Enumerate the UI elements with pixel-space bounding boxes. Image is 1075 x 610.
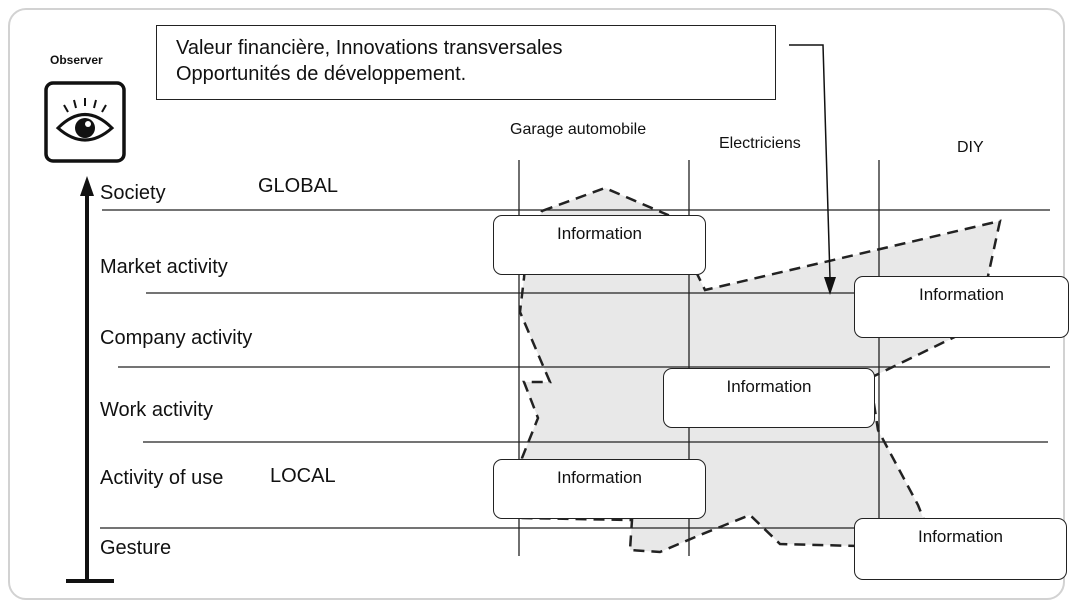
level-company-activity: Company activity xyxy=(100,327,253,349)
local-label: LOCAL xyxy=(270,465,336,487)
information-box-label: Information xyxy=(726,377,812,396)
information-box: Information xyxy=(854,518,1067,580)
information-box: Information xyxy=(493,215,706,275)
information-box: Information xyxy=(854,276,1069,338)
information-box-label: Information xyxy=(556,468,643,487)
level-society: Society xyxy=(100,182,166,204)
level-market-activity: Market activity xyxy=(100,256,228,278)
callout-line-2: Opportunités de développement. xyxy=(176,63,467,85)
column-label-garage: Garage automobile xyxy=(510,121,647,138)
level-gesture: Gesture xyxy=(100,537,172,559)
level-activity-of-use: Activity of use xyxy=(100,467,224,489)
column-label-diy: DIY xyxy=(957,139,984,156)
column-label-electriciens: Electriciens xyxy=(719,135,801,152)
callout-arrow xyxy=(789,44,836,295)
information-box-label: Information xyxy=(556,224,643,243)
level-work-activity: Work activity xyxy=(100,399,213,421)
callout-box: Valeur financière, Innovations transvers… xyxy=(156,25,776,100)
scale-arrow xyxy=(66,176,114,583)
information-box: Information xyxy=(663,368,875,428)
information-box-label: Information xyxy=(918,285,1005,304)
information-box: Information xyxy=(493,459,706,519)
observer-label: Observer xyxy=(50,53,103,67)
global-label: GLOBAL xyxy=(258,175,339,197)
information-box-label: Information xyxy=(917,527,1004,546)
eye-icon xyxy=(44,81,126,163)
callout-line-1: Valeur financière, Innovations transvers… xyxy=(176,37,563,59)
